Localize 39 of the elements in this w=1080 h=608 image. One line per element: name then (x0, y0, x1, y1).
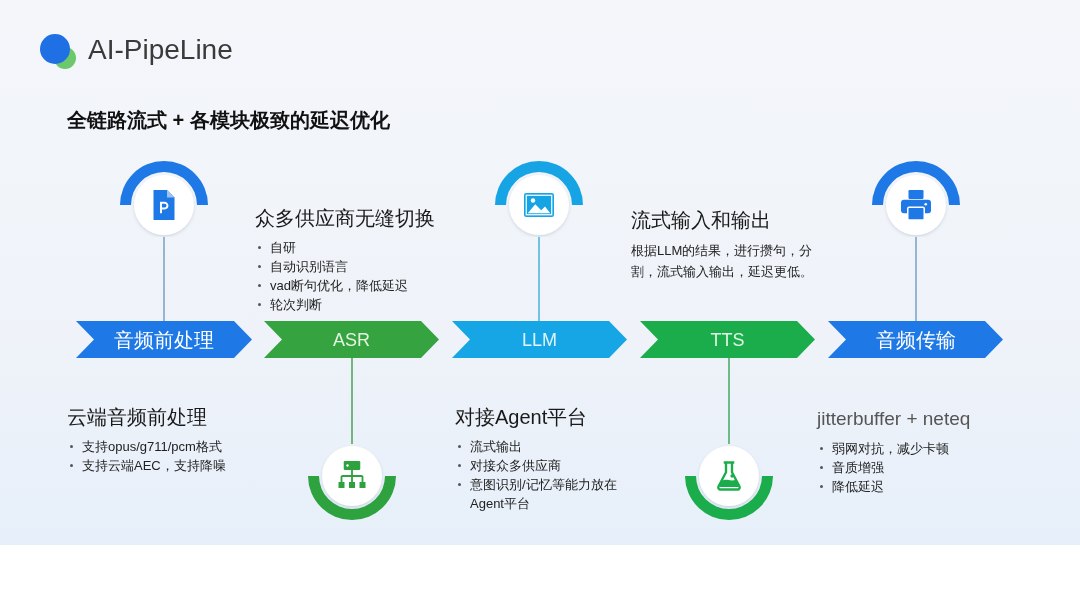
section-heading: 云端音频前处理 (67, 405, 207, 430)
icon-circle (495, 161, 583, 237)
step-label: LLM (522, 330, 557, 349)
section-heading: 对接Agent平台 (455, 405, 588, 430)
connector-line (728, 357, 730, 445)
bullet-text: 对接众多供应商 (470, 457, 561, 475)
bullet-text: vad断句优化，降低延迟 (270, 277, 408, 295)
bullet-text: 流式输出 (470, 438, 522, 456)
bullet-text: 降低延迟 (832, 478, 884, 496)
section-heading: jitterbuffer + neteq (817, 407, 971, 431)
bullet-text: 自研 (270, 239, 296, 257)
bullet-text: 弱网对抗，减少卡顿 (832, 440, 949, 458)
step-label: TTS (710, 330, 745, 349)
icon-circle (872, 161, 960, 237)
step-label: 音频传输 (875, 329, 956, 350)
bullet-text: 支持opus/g711/pcm格式 (82, 438, 222, 456)
chevron-step (76, 321, 252, 358)
bullet-text: 轮次判断 (270, 296, 322, 314)
icon-circle (120, 161, 208, 237)
section-heading: 流式输入和输出 (631, 208, 771, 233)
step-label: ASR (333, 330, 370, 349)
icon-circle (308, 444, 396, 520)
icon-circle (685, 444, 773, 520)
chevron-step (828, 321, 1003, 358)
bullet-text: 自动识别语言 (270, 258, 348, 276)
connector-line (538, 236, 540, 322)
subtitle: 全链路流式 + 各模块极致的延迟优化 (67, 108, 390, 133)
bullet-text: 支持云端AEC，支持降噪 (82, 457, 226, 475)
connector-line (915, 236, 917, 322)
chevron-step (452, 321, 627, 358)
chevron-step (640, 321, 815, 358)
description-text: 根据LLM的结果，进行攒句，分割，流式输入输出，延迟更低。 (631, 242, 814, 281)
connector-line (163, 236, 165, 322)
step-label: 音频前处理 (114, 329, 214, 350)
bullet-text: 音质增强 (832, 459, 884, 477)
bullet-text: 意图识别/记忆等能力放在Agent平台 (470, 476, 618, 513)
section-heading: 众多供应商无缝切换 (255, 206, 435, 231)
slide-title: AI-PipeLine (88, 33, 233, 67)
chevron-step (264, 321, 439, 358)
